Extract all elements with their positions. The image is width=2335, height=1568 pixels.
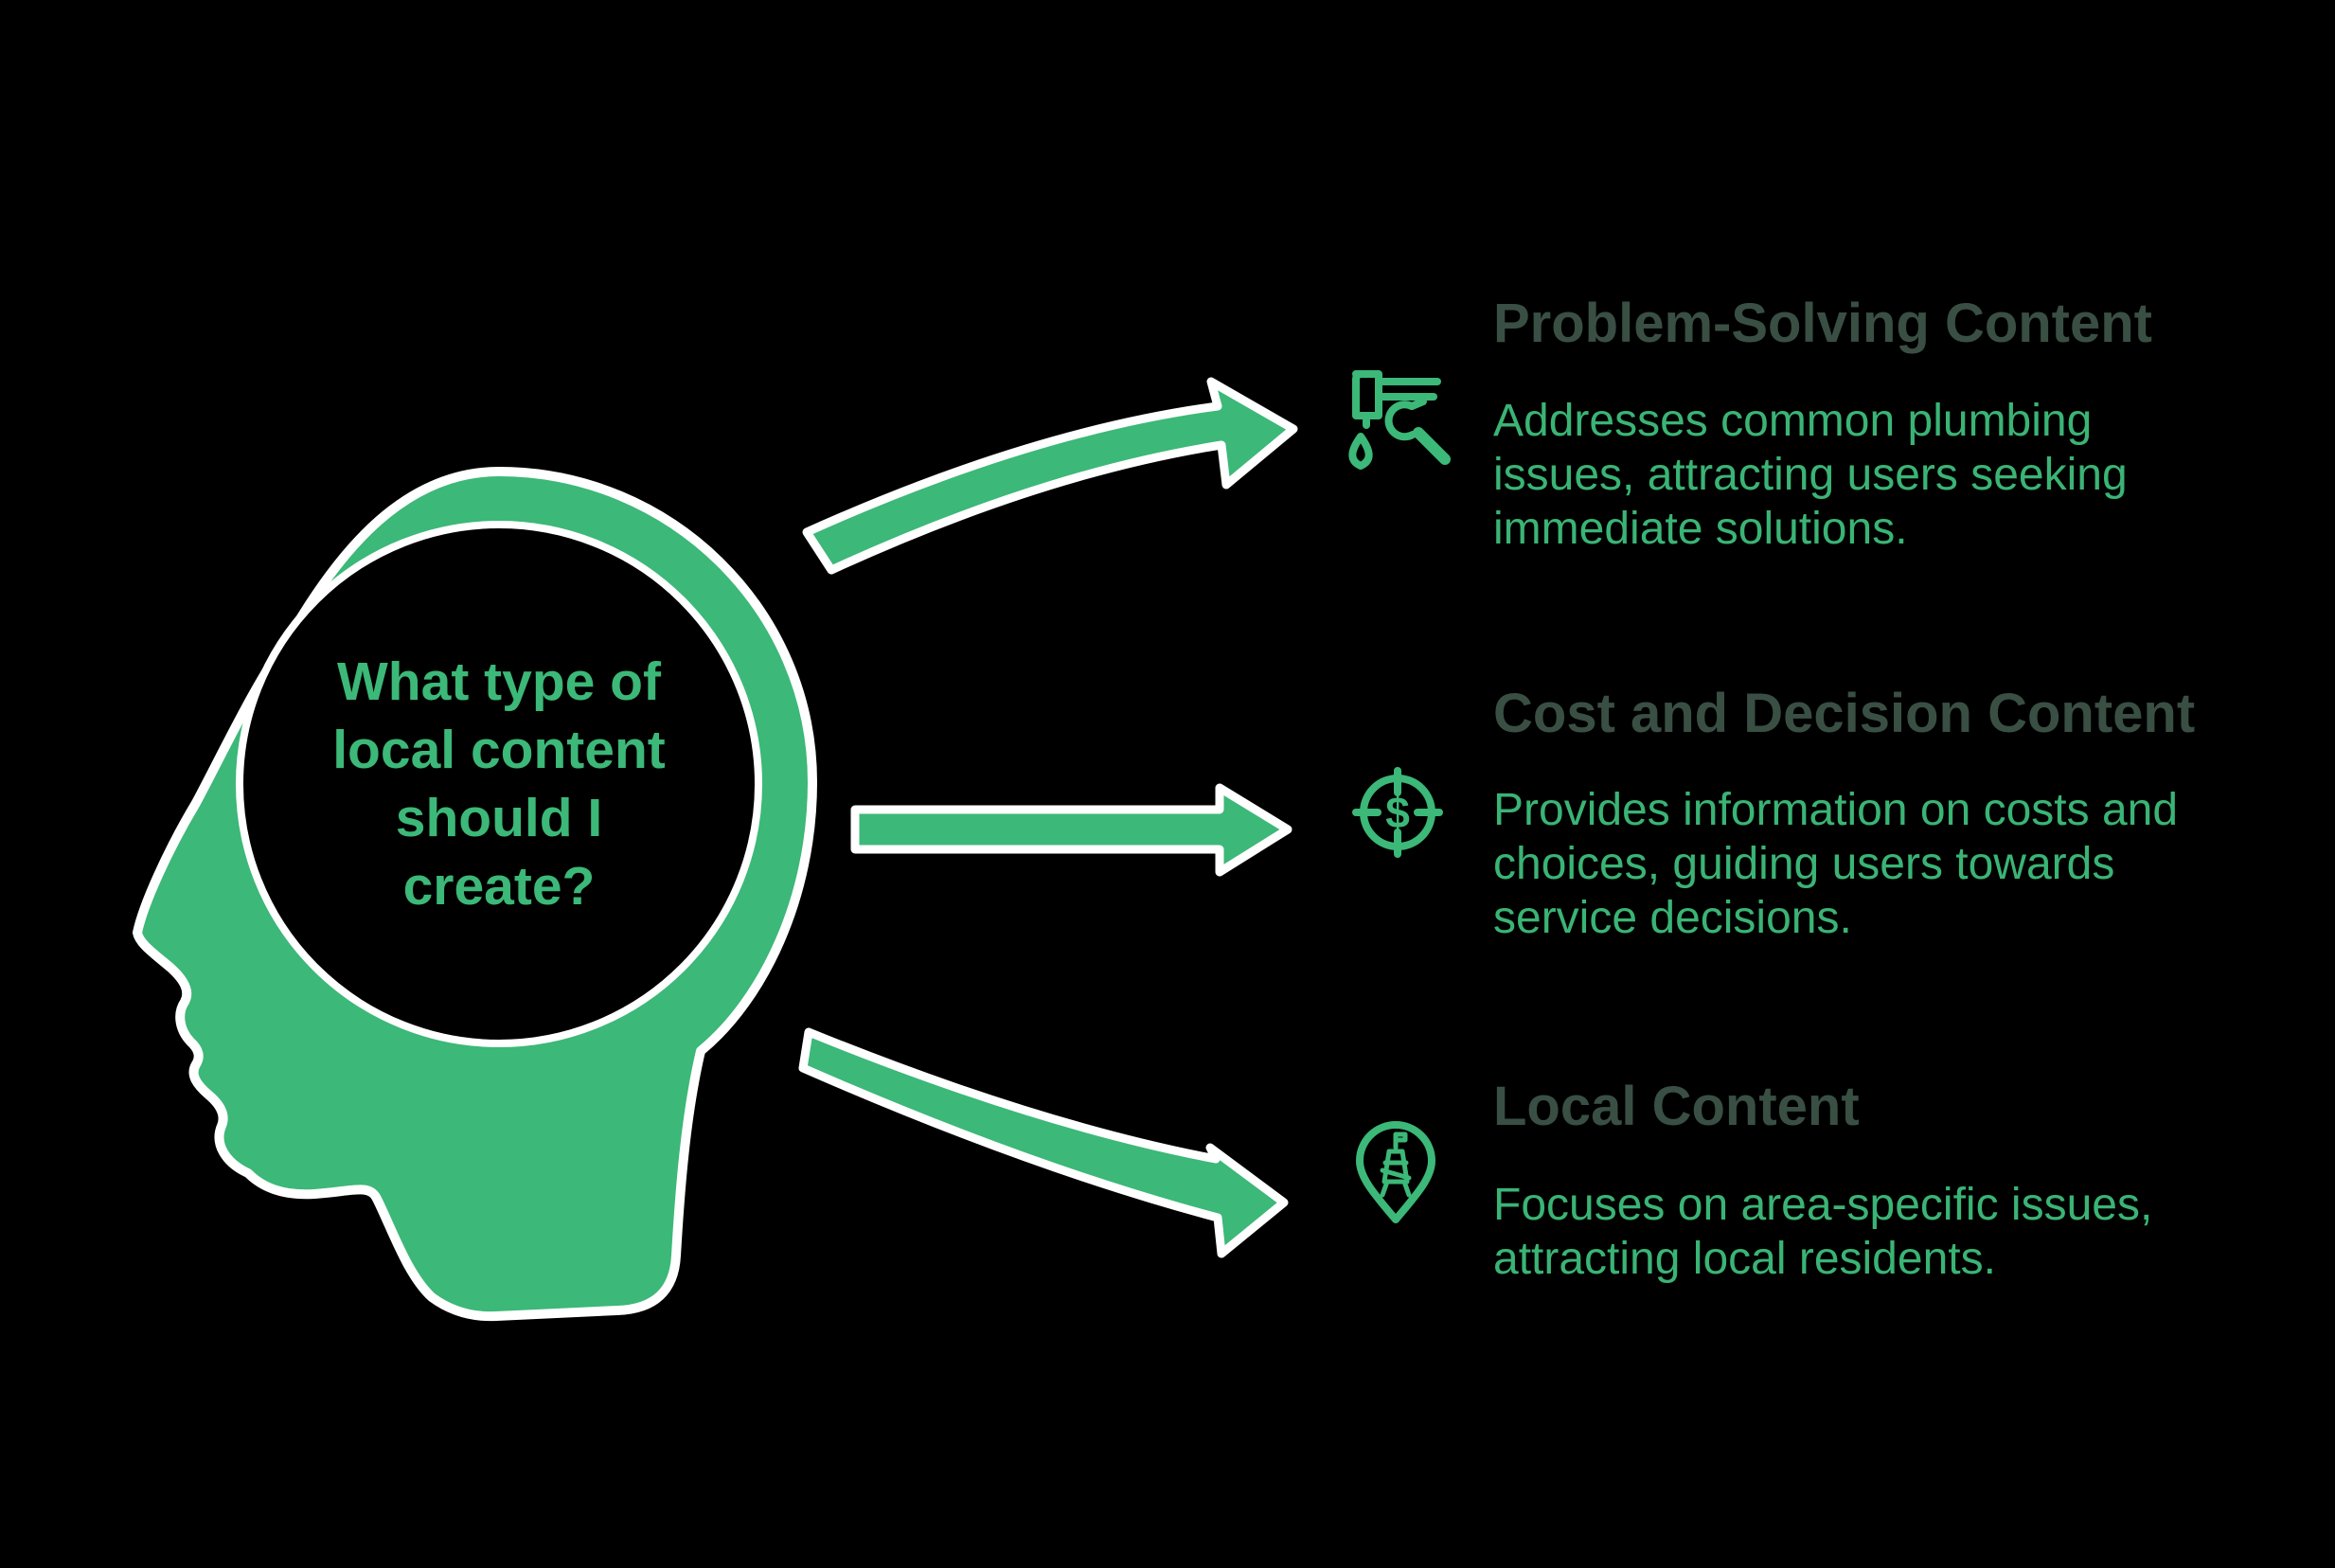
head-question-line: local content	[332, 720, 666, 780]
item-title-problem-solving: Problem-Solving Content	[1493, 293, 2152, 354]
head-question: What type of local content should I crea…	[265, 648, 733, 920]
description-line: immediate solutions.	[1493, 504, 1908, 554]
item-description-problem-solving: Addresses common plumbing issues, attrac…	[1493, 394, 2128, 556]
straight-right-arrow-icon	[850, 783, 1292, 877]
dollar-symbol: $	[1385, 788, 1410, 837]
description-line: attracting local residents.	[1493, 1234, 1996, 1284]
head-question-line: create?	[402, 856, 596, 917]
map-pin-landmark-icon	[1356, 1121, 1435, 1223]
plumbing-faucet-drop-wrench-icon	[1348, 370, 1451, 470]
description-line: Addresses common plumbing	[1493, 396, 2093, 446]
item-title-local-content: Local Content	[1493, 1076, 1860, 1137]
dollar-target-icon: $	[1352, 767, 1443, 858]
item-title-cost-decision: Cost and Decision Content	[1493, 683, 2196, 744]
description-line: issues, attracting users seeking	[1493, 450, 2128, 500]
curved-down-arrow-icon	[798, 1027, 1289, 1258]
head-silhouette	[133, 467, 817, 1322]
head-question-line: should I	[395, 788, 603, 848]
item-description-cost-decision: Provides information on costs and choice…	[1493, 783, 2178, 945]
head-question-line: What type of	[337, 651, 661, 712]
description-line: Focuses on area-specific issues,	[1493, 1180, 2153, 1230]
brain-circle	[236, 521, 762, 1047]
description-line: Provides information on costs and	[1493, 785, 2179, 835]
curved-up-arrow-icon	[802, 377, 1298, 575]
item-description-local-content: Focuses on area-specific issues, attract…	[1493, 1178, 2152, 1286]
description-line: choices, guiding users towards	[1493, 839, 2115, 889]
description-line: service decisions.	[1493, 893, 1852, 943]
